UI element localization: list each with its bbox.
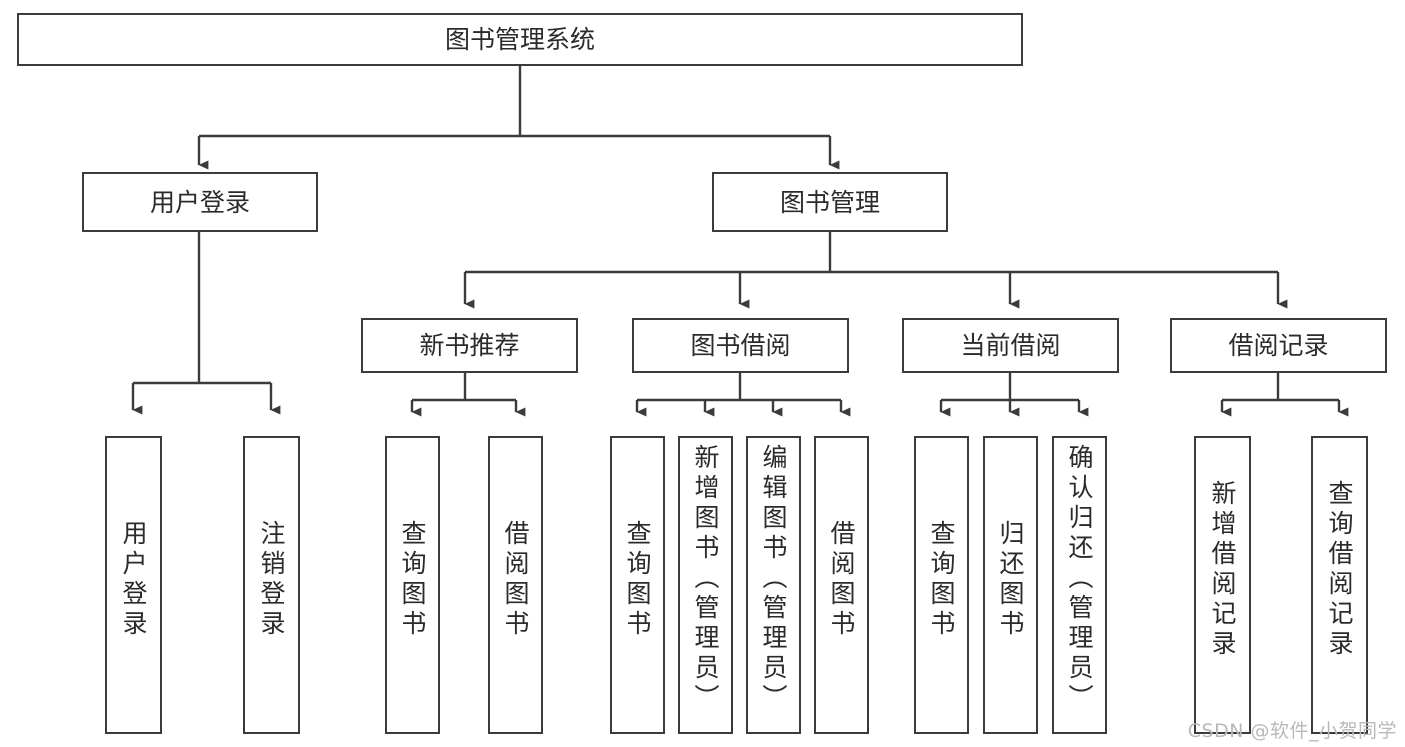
node-label: 注销登录 xyxy=(257,520,286,640)
node-label: 借阅图书 xyxy=(501,520,530,640)
node-root-book-management-system[interactable]: 图书管理系统 xyxy=(17,13,1023,66)
leaf-node-return-books[interactable]: 归还图书 xyxy=(983,436,1038,734)
leaf-node-query-books-borrowing[interactable]: 查询图书 xyxy=(610,436,665,734)
node-label: 用户登录 xyxy=(149,187,250,217)
node-book-management[interactable]: 图书管理 xyxy=(712,172,948,232)
node-label: 归还图书 xyxy=(996,520,1025,640)
leaf-node-edit-book-admin[interactable]: 编辑图书（管理员） xyxy=(746,436,801,734)
node-label: 查询图书 xyxy=(398,520,427,640)
node-new-book-recommendation[interactable]: 新书推荐 xyxy=(361,318,578,373)
node-label: 图书借阅 xyxy=(690,331,791,360)
node-label: 确认归还（管理员） xyxy=(1065,444,1094,714)
tushuguanli-to-level3-connectors xyxy=(463,232,1288,309)
yonghudenglu-to-leaves-connectors xyxy=(131,232,281,415)
node-label: 新增借阅记录 xyxy=(1208,480,1237,660)
node-label: 新书推荐 xyxy=(419,331,520,360)
leaf-node-add-book-admin[interactable]: 新增图书（管理员） xyxy=(678,436,733,734)
node-label: 新增图书（管理员） xyxy=(691,444,720,714)
root-to-level2-connectors xyxy=(197,66,840,170)
node-user-login[interactable]: 用户登录 xyxy=(82,172,318,232)
node-current-borrowing[interactable]: 当前借阅 xyxy=(902,318,1119,373)
csdn-watermark: CSDN @软件_小贺同学 xyxy=(1187,720,1397,742)
leaf-node-borrow-books-recommendation[interactable]: 借阅图书 xyxy=(488,436,543,734)
leaf-node-query-books-recommendation[interactable]: 查询图书 xyxy=(385,436,440,734)
node-book-borrowing[interactable]: 图书借阅 xyxy=(632,318,849,373)
node-label: 图书管理系统 xyxy=(444,25,595,54)
node-label: 查询图书 xyxy=(927,520,956,640)
node-label: 当前借阅 xyxy=(960,331,1061,360)
dangqianjieyue-to-leaves-connectors xyxy=(939,373,1089,417)
leaf-node-query-borrow-record[interactable]: 查询借阅记录 xyxy=(1311,436,1368,734)
leaf-node-add-borrow-record[interactable]: 新增借阅记录 xyxy=(1194,436,1251,734)
node-label: 编辑图书（管理员） xyxy=(759,444,788,714)
node-label: 借阅记录 xyxy=(1228,331,1329,360)
leaf-node-user-login[interactable]: 用户登录 xyxy=(105,436,162,734)
node-label: 用户登录 xyxy=(119,520,148,640)
tushujieyue-to-leaves-connectors xyxy=(635,373,851,417)
leaf-node-query-books-current[interactable]: 查询图书 xyxy=(914,436,969,734)
leaf-node-borrow-books-borrowing[interactable]: 借阅图书 xyxy=(814,436,869,734)
leaf-node-confirm-return-admin[interactable]: 确认归还（管理员） xyxy=(1052,436,1107,734)
node-label: 查询借阅记录 xyxy=(1325,480,1354,660)
node-borrowing-records[interactable]: 借阅记录 xyxy=(1170,318,1387,373)
leaf-node-logout[interactable]: 注销登录 xyxy=(243,436,300,734)
node-label: 借阅图书 xyxy=(827,520,856,640)
jieyuejilu-to-leaves-connectors xyxy=(1220,373,1349,417)
xinshutuijian-to-leaves-connectors xyxy=(410,373,526,417)
node-label: 图书管理 xyxy=(779,187,880,217)
node-label: 查询图书 xyxy=(623,520,652,640)
